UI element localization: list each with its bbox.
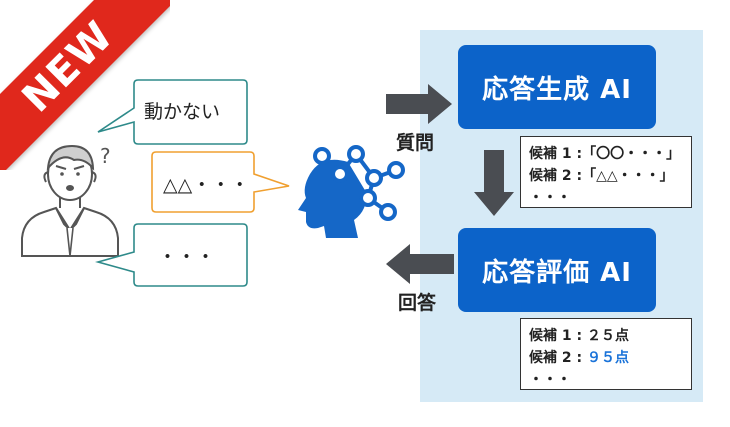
- ai-brain-icon: [298, 145, 405, 238]
- speech-bubble-2: [151, 151, 290, 213]
- question-mark: ?: [100, 144, 111, 168]
- result-ellipsis: ・・・: [529, 372, 571, 388]
- result-1: 候補 1 : ２５点: [529, 325, 683, 347]
- speech-bubble-3: [95, 223, 248, 287]
- result-2-score: ９５点: [586, 350, 629, 366]
- question-arrow-icon: [386, 84, 452, 124]
- evaluator-title: 応答評価 AI: [482, 257, 632, 288]
- result-1-score: ２５点: [586, 328, 629, 344]
- question-label: 質問: [396, 132, 435, 154]
- bubble-1-text: 動かない: [144, 101, 221, 123]
- evaluator-results-box: 候補 1 : ２５点 候補 2 : ９５点 ・・・: [520, 318, 692, 390]
- response-evaluator-box: 応答評価 AI: [458, 228, 656, 312]
- candidate-1: 候補 1 :「〇〇・・・」: [529, 146, 681, 162]
- user-icon: [21, 144, 119, 257]
- answer-label: 回答: [398, 292, 437, 314]
- bubble-3-text: ・・・: [158, 246, 216, 268]
- result-2: 候補 2 : ９５点: [529, 347, 683, 369]
- generator-title: 応答生成 AI: [482, 74, 632, 105]
- speech-bubble-1: [97, 79, 248, 145]
- candidate-2: 候補 2 :「△△・・・」: [529, 168, 674, 184]
- result-2-label: 候補 2 :: [529, 350, 583, 366]
- candidate-ellipsis: ・・・: [529, 190, 571, 206]
- bubble-2-text: △△・・・: [163, 174, 250, 196]
- down-arrow-icon: [474, 150, 514, 216]
- response-generator-box: 応答生成 AI: [458, 45, 656, 129]
- generator-candidates-box: 候補 1 :「〇〇・・・」 候補 2 :「△△・・・」 ・・・: [520, 136, 692, 208]
- answer-arrow-icon: [386, 244, 454, 284]
- result-1-label: 候補 1 :: [529, 328, 583, 344]
